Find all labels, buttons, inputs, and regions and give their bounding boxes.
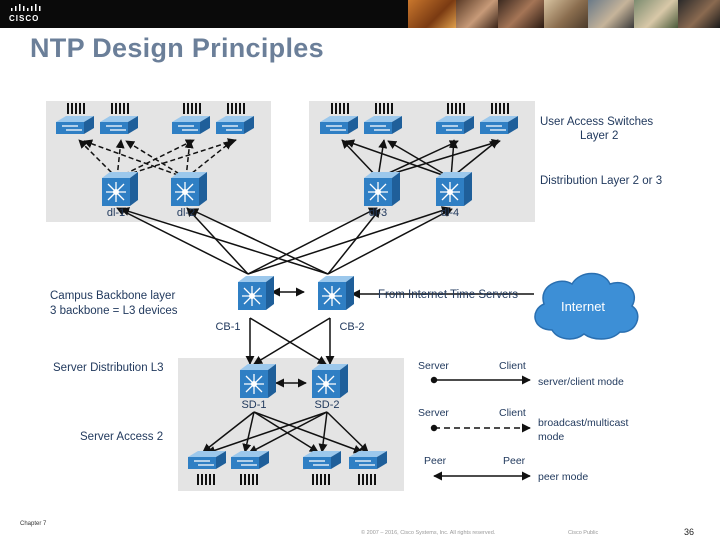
internet-servers-label: From Internet Time Servers xyxy=(378,289,518,301)
header-photo xyxy=(588,0,634,28)
footer-copyright: © 2007 – 2016, Cisco Systems, Inc. All r… xyxy=(361,530,496,536)
legend-row3-mode: peer mode xyxy=(538,471,588,483)
header-photo xyxy=(544,0,588,28)
backbone-label-line2: 3 backbone = L3 devices xyxy=(50,305,178,317)
legend-row3-right: Peer xyxy=(503,455,526,467)
legend-row2-mode-cont: mode xyxy=(538,431,564,443)
page-title: NTP Design Principles xyxy=(30,33,324,63)
photo-strip xyxy=(408,0,720,28)
device-label-cb2: CB-2 xyxy=(339,321,364,333)
header-photo xyxy=(678,0,720,28)
legend-row2-mode: broadcast/multicast xyxy=(538,417,629,429)
header-bar: CISCO xyxy=(0,0,720,28)
internet-label: Internet xyxy=(561,299,605,314)
legend: Server Client server/client mode Server … xyxy=(418,360,629,483)
footer-chapter: Chapter 7 xyxy=(20,521,47,527)
server-distribution-label: Server Distribution L3 xyxy=(53,362,164,374)
legend-row3-left: Peer xyxy=(424,455,447,467)
header-photo xyxy=(498,0,544,28)
cisco-logo-icon xyxy=(11,4,41,11)
device-label-dl4: dl-4 xyxy=(441,207,459,219)
device-label-dl3: dl-3 xyxy=(369,207,387,219)
page-number: 36 xyxy=(684,527,695,537)
internet-cloud-icon xyxy=(534,272,639,340)
legend-row1-mode: server/client mode xyxy=(538,376,624,388)
device-label-dl2: dl-2 xyxy=(177,207,195,219)
footer-classification: Cisco Public xyxy=(568,530,599,536)
header-photo xyxy=(408,0,456,28)
legend-row2-right: Client xyxy=(499,407,526,419)
legend-row2-left: Server xyxy=(418,407,449,419)
legend-row1-left: Server xyxy=(418,360,449,372)
device-label-sd2: SD-2 xyxy=(314,399,339,411)
header-photo xyxy=(456,0,498,28)
backbone-label-line1: Campus Backbone layer xyxy=(50,290,175,302)
logo-text: CISCO xyxy=(9,14,40,23)
device-label-dl1: dl-1 xyxy=(107,207,125,219)
server-access-label: Server Access 2 xyxy=(80,431,163,443)
access-layer-label: Layer 2 xyxy=(580,130,618,142)
legend-row1-right: Client xyxy=(499,360,526,372)
header-photo xyxy=(634,0,678,28)
device-label-sd1: SD-1 xyxy=(241,399,266,411)
device-label-cb1: CB-1 xyxy=(215,321,240,333)
distribution-label: Distribution Layer 2 or 3 xyxy=(540,175,662,187)
access-switches-label: User Access Switches xyxy=(540,116,653,128)
